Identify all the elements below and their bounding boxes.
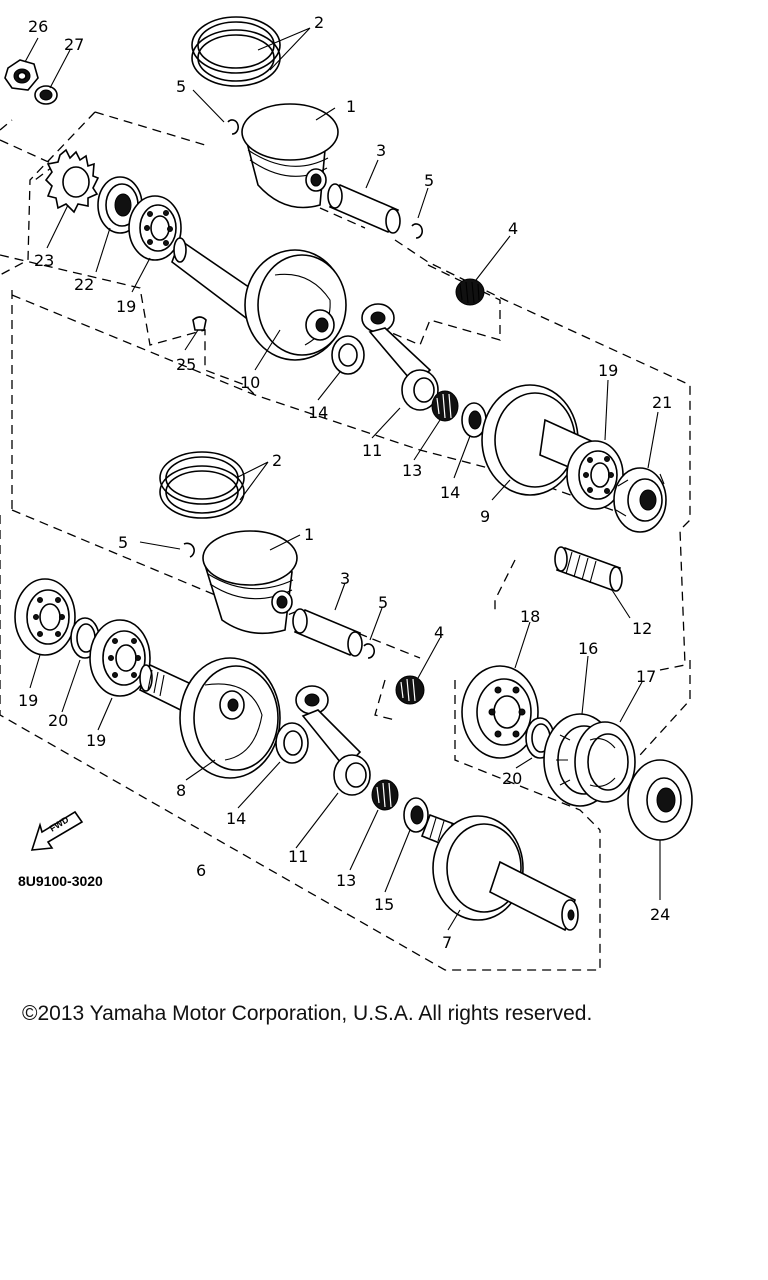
collar-part-21 <box>613 467 667 533</box>
leader-lines <box>24 27 661 931</box>
needle-bearing-part-13-upper <box>431 390 459 422</box>
crank-half-part-9 <box>481 384 601 496</box>
needle-bearing-part-4-lower <box>395 675 425 705</box>
callout-labels: 26 27 2 5 1 3 5 4 23 22 19 25 10 14 11 1… <box>18 13 672 952</box>
callout-17: 17 <box>636 667 656 686</box>
callout-26: 26 <box>28 17 48 36</box>
callout-2-lower: 2 <box>272 451 282 470</box>
figure-code: 8U9100-3020 <box>18 873 103 889</box>
callout-25: 25 <box>176 355 196 374</box>
callout-19-lower-left: 19 <box>18 691 38 710</box>
callout-24: 24 <box>650 905 670 924</box>
woodruff-key-part-25 <box>192 316 207 331</box>
callout-1-lower: 1 <box>304 525 314 544</box>
callout-5-upper-b: 5 <box>424 171 434 190</box>
piston-part-1-lower <box>202 530 298 635</box>
needle-bearing-part-4-upper <box>455 278 485 306</box>
crank-half-part-10 <box>171 237 347 361</box>
piston-rings-part-2-upper <box>191 16 281 87</box>
nut-part-26 <box>4 59 39 91</box>
callout-4-upper: 4 <box>508 219 518 238</box>
callout-11-upper: 11 <box>362 441 382 460</box>
callout-10: 10 <box>240 373 260 392</box>
piston-pin-part-3-lower <box>292 608 363 657</box>
bearing-part-18 <box>461 665 539 759</box>
thrust-washer-part-14-upper-a <box>331 335 365 375</box>
callout-13-upper: 13 <box>402 461 422 480</box>
piston-pin-clip-part-5-lower-a <box>183 542 195 558</box>
piston-part-1-upper <box>241 103 339 209</box>
callout-20-lower-right: 20 <box>502 769 522 788</box>
needle-bearing-part-13-lower <box>371 779 399 811</box>
piston-pin-clip-part-5-upper-b <box>411 223 423 239</box>
upper-assembly-boundary <box>0 111 691 671</box>
exploded-parts-diagram: FWD <box>0 13 693 971</box>
bearing-part-19-upper-left <box>128 195 182 261</box>
callout-15: 15 <box>374 895 394 914</box>
piston-rings-part-2-lower <box>159 451 245 519</box>
lock-washer-part-27 <box>34 85 58 105</box>
callout-20-lower-left: 20 <box>48 711 68 730</box>
callout-14-upper-a: 14 <box>308 403 328 422</box>
callout-19-upper-left: 19 <box>116 297 136 316</box>
copyright-notice: ©2013 Yamaha Motor Corporation, U.S.A. A… <box>22 1002 593 1025</box>
callout-3-upper: 3 <box>376 141 386 160</box>
piston-pin-clip-part-5-upper-a <box>227 119 239 135</box>
labyrinth-seal-part-17 <box>574 721 636 803</box>
callout-1-upper: 1 <box>346 97 356 116</box>
callout-11-lower: 11 <box>288 847 308 866</box>
callout-16: 16 <box>578 639 598 658</box>
callout-3-lower: 3 <box>340 569 350 588</box>
callout-12: 12 <box>632 619 652 638</box>
callout-5-lower-a: 5 <box>118 533 128 552</box>
forward-arrow-icon: FWD <box>30 810 84 851</box>
callout-5-upper-a: 5 <box>176 77 186 96</box>
oil-seal-part-24 <box>627 759 693 841</box>
gear-part-23 <box>44 148 100 214</box>
crank-half-part-7 <box>420 813 579 932</box>
crank-half-part-8 <box>138 657 281 779</box>
piston-pin-part-3-upper <box>327 183 401 234</box>
callout-21: 21 <box>652 393 672 412</box>
callout-9: 9 <box>480 507 490 526</box>
callout-27: 27 <box>64 35 84 54</box>
thrust-washer-part-14-lower <box>275 722 309 764</box>
callout-14-upper-b: 14 <box>440 483 460 502</box>
callout-2-upper: 2 <box>314 13 324 32</box>
bearing-part-19-lower-left <box>14 578 76 656</box>
callout-6: 6 <box>196 861 206 880</box>
callout-8: 8 <box>176 781 186 800</box>
spline-shaft-part-12 <box>554 546 623 592</box>
callout-7: 7 <box>442 933 452 952</box>
callout-19-upper-right: 19 <box>598 361 618 380</box>
connecting-rod-part-11-upper <box>361 303 439 411</box>
callout-18: 18 <box>520 607 540 626</box>
callout-14-lower: 14 <box>226 809 246 828</box>
callout-23: 23 <box>34 251 54 270</box>
callout-13-lower: 13 <box>336 871 356 890</box>
thrust-washer-part-14-upper-b <box>461 402 487 438</box>
callout-19-lower-mid: 19 <box>86 731 106 750</box>
bearing-part-19-lower-mid <box>89 619 151 697</box>
callout-22: 22 <box>74 275 94 294</box>
callout-5-lower-b: 5 <box>378 593 388 612</box>
connecting-rod-part-11-lower <box>295 685 371 796</box>
callout-4-lower: 4 <box>434 623 444 642</box>
thrust-washer-part-15 <box>403 797 429 833</box>
piston-pin-clip-part-5-lower-b <box>363 643 375 659</box>
